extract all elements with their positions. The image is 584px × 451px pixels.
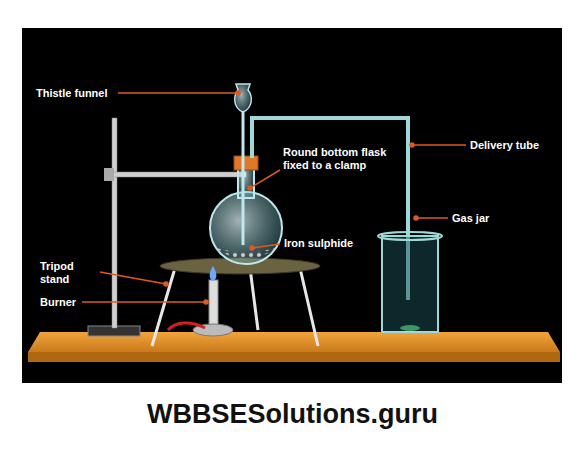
burner-flame <box>210 266 217 281</box>
tripod-leg <box>250 268 258 330</box>
leader-dot <box>236 91 240 95</box>
leader-dot <box>248 186 252 190</box>
part-label: Round bottom flask fixed to a clamp <box>283 146 395 172</box>
leader-line <box>82 301 206 303</box>
watermark: WBBSESolutions.guru <box>147 398 438 430</box>
gas-glow <box>400 325 420 331</box>
leader-line <box>252 244 280 248</box>
leader-line <box>412 144 466 146</box>
leader-line <box>118 92 236 94</box>
leader-line <box>100 272 166 284</box>
round-bottom-flask <box>210 192 282 264</box>
gas-hose <box>168 323 205 330</box>
part-label: Tripod stand <box>40 260 96 286</box>
iron-sulphide <box>216 248 276 259</box>
clamp-arm <box>108 172 246 177</box>
funnel-stem <box>242 112 245 245</box>
leader-dot <box>204 300 208 304</box>
leader-dot <box>250 246 254 250</box>
leader-line <box>416 217 448 219</box>
part-label: Thistle funnel <box>36 87 116 100</box>
tripod-leg <box>152 268 175 346</box>
leader-line <box>250 170 280 188</box>
gas-jar <box>382 236 438 332</box>
background-panel <box>22 28 562 383</box>
tripod-leg <box>300 268 318 346</box>
clamp-boss <box>104 168 114 181</box>
thistle-funnel <box>235 84 252 112</box>
part-label: Iron sulphide <box>284 237 374 250</box>
gas-jar-rim <box>378 232 442 240</box>
burner-tube <box>209 280 218 326</box>
part-label: Delivery tube <box>470 139 555 152</box>
part-label: Gas jar <box>452 212 512 225</box>
leader-dot <box>164 282 168 286</box>
leader-dot <box>410 143 414 147</box>
bench-edge <box>28 352 560 362</box>
stand-rod <box>112 118 117 328</box>
part-label: Burner <box>40 296 82 309</box>
leader-dot <box>414 216 418 220</box>
cork <box>234 156 258 170</box>
